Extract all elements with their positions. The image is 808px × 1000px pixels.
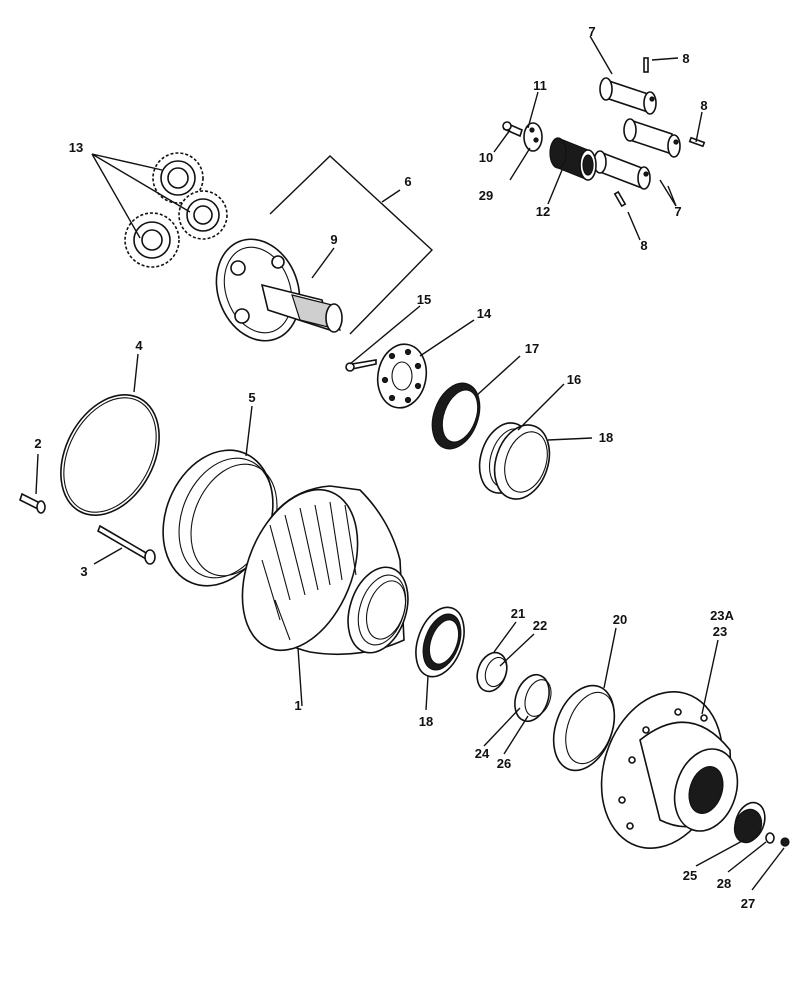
thrust-washer-part-29: [523, 122, 543, 152]
bolt-part-15: [345, 359, 377, 372]
long-bolt-part-3: [97, 524, 156, 565]
callout-12: 12: [536, 204, 550, 219]
callout-29: 29: [479, 188, 493, 203]
callout-22: 22: [533, 618, 547, 633]
callout-26: 26: [497, 756, 511, 771]
o-ring-part-28: [765, 832, 775, 844]
snap-ring-part-21-22: [476, 651, 508, 693]
callout-2: 2: [34, 436, 41, 451]
seal-ring-part-17: [431, 382, 481, 450]
needle-bearing-part-12: [549, 137, 597, 181]
bolt-part-2: [19, 492, 46, 514]
callout-4: 4: [135, 338, 143, 353]
seal-part-20: [552, 684, 616, 772]
callout-25: 25: [683, 868, 697, 883]
plug-part-27: [780, 837, 790, 847]
callout-18-lower: 18: [419, 714, 433, 729]
planet-gears-part-13: [124, 152, 228, 268]
roll-pins-part-8: [613, 57, 706, 208]
callout-14: 14: [477, 306, 492, 321]
callout-5: 5: [248, 390, 255, 405]
callout-18-upper: 18: [599, 430, 613, 445]
planet-carrier-part-6: [215, 238, 343, 342]
hub-cover-part-23: [600, 691, 739, 849]
callout-28: 28: [717, 876, 731, 891]
bearing-cone-part-18-upper: [493, 424, 551, 500]
hub-housing-part-1: [241, 485, 409, 656]
leader-lines: [35, 35, 785, 891]
callout-1: 1: [294, 698, 301, 713]
callout-23: 23: [713, 624, 727, 639]
callout-20: 20: [613, 612, 627, 627]
callout-21: 21: [511, 606, 525, 621]
callout-24: 24: [475, 746, 490, 761]
callout-15: 15: [417, 292, 431, 307]
bearing-cone-part-18-lower: [415, 606, 465, 678]
callout-labels: 1 2 3 4 5 6 7 7 8 8 8 9 10 11 12 13 14 1…: [34, 24, 755, 911]
callout-16: 16: [567, 372, 581, 387]
spacer-part-24-26: [514, 673, 552, 723]
callout-3: 3: [80, 564, 87, 579]
cover-plate-part-25: [733, 801, 766, 844]
callout-11: 11: [533, 78, 547, 93]
callout-7-top: 7: [588, 24, 595, 39]
callout-9: 9: [330, 232, 337, 247]
callout-8-right: 8: [700, 98, 707, 113]
callout-8-top: 8: [682, 51, 689, 66]
callout-10: 10: [479, 150, 493, 165]
callout-17: 17: [525, 341, 539, 356]
callout-7-bottom: 7: [674, 204, 681, 219]
bolt-part-10: [502, 121, 523, 138]
sun-gear-plate-part-14: [376, 343, 428, 409]
callout-23a: 23A: [710, 608, 734, 623]
o-ring-part-4: [60, 394, 160, 516]
planet-pins-part-7: [593, 77, 681, 190]
callout-8-bottom: 8: [640, 238, 647, 253]
callout-13: 13: [69, 140, 83, 155]
callout-6: 6: [404, 174, 411, 189]
callout-27: 27: [741, 896, 755, 911]
